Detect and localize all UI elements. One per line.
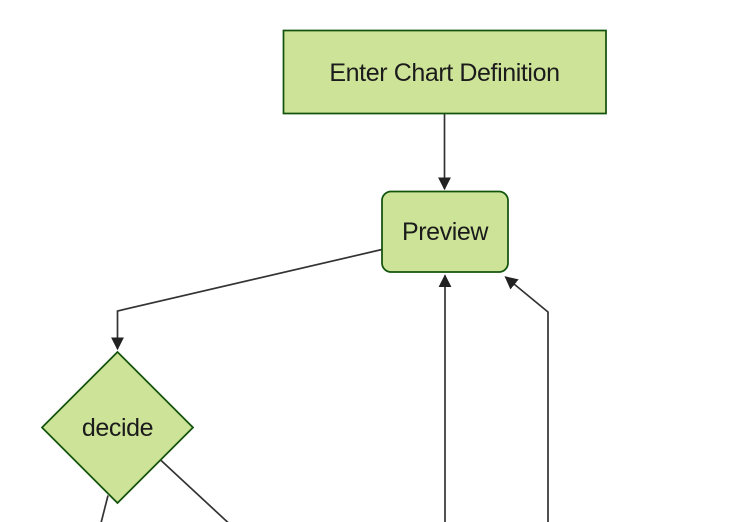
edge-layer [100,114,549,522]
node-layer: Enter Chart Definition Preview decide [40,29,607,505]
edge-offscreen-bottom-right-to-preview [504,276,549,522]
node-enter-chart-definition-shape [282,29,607,115]
edge-decide-to-offscreen-bottom-left [100,495,109,522]
node-enter-chart-definition-label: Enter Chart Definition [329,59,559,87]
edge-preview-to-decide [111,248,383,351]
edge-decide-to-offscreen-bottom-right [158,458,229,522]
node-preview-shape [381,190,509,273]
node-decide-shape [40,350,195,505]
node-decide-label: decide [82,414,153,442]
node-decide: decide [40,350,195,505]
node-preview: Preview [381,190,509,273]
node-preview-label: Preview [402,218,489,246]
node-enter-chart-definition: Enter Chart Definition [282,29,607,115]
